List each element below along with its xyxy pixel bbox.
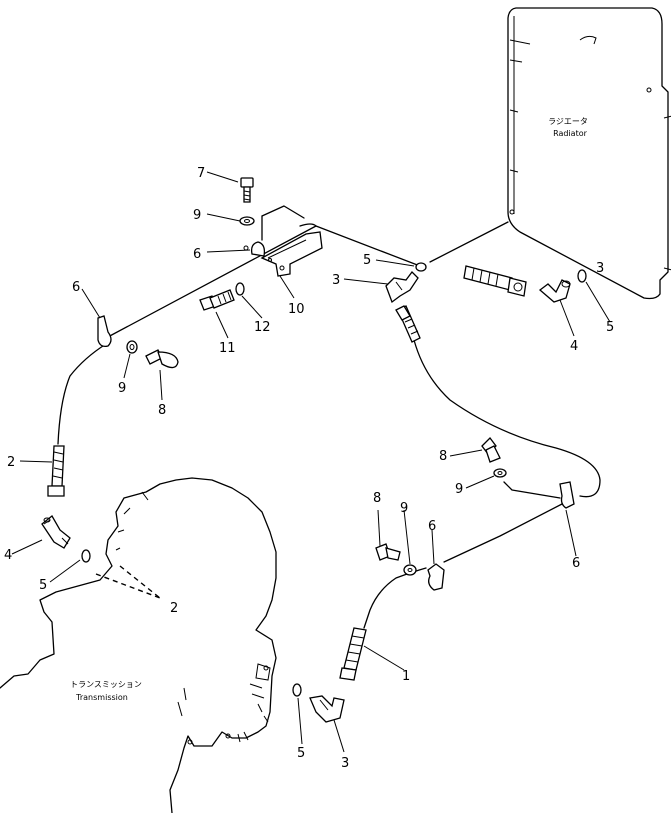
callout-6: 6 [193, 247, 201, 262]
radiator: ラジエータ Radiator [507, 7, 671, 300]
elbow-fitting [385, 271, 419, 304]
bolt [481, 437, 501, 463]
callout-8: 8 [373, 491, 381, 506]
transmission: トランスミッション Transmission [0, 477, 277, 814]
washer [493, 468, 507, 478]
callout-9: 9 [118, 381, 126, 396]
bolt [240, 177, 254, 203]
elbow-fitting [538, 279, 571, 303]
callout-2: 2 [7, 455, 15, 470]
clamp [243, 241, 266, 257]
washer [403, 564, 417, 576]
connection-guides [95, 565, 161, 599]
callout-3: 3 [341, 756, 349, 771]
callout-4: 4 [4, 548, 12, 563]
clamp [559, 481, 575, 509]
callout-12: 12 [254, 320, 271, 335]
callout-5: 5 [606, 320, 614, 335]
hose [339, 627, 367, 681]
callout-5: 5 [39, 578, 47, 593]
o-ring [81, 549, 91, 563]
callout-11: 11 [219, 341, 236, 356]
callout-2: 2 [170, 601, 178, 616]
callout-9: 9 [193, 208, 201, 223]
callout-3: 3 [596, 261, 604, 276]
bolt [375, 543, 401, 561]
washer [126, 340, 138, 354]
o-ring [415, 262, 427, 272]
callout-4: 4 [570, 339, 578, 354]
callout-5: 5 [297, 746, 305, 761]
callout-5: 5 [363, 253, 371, 268]
clamp [97, 315, 112, 348]
transmission-label-en: Transmission [75, 693, 128, 702]
callout-10: 10 [288, 302, 305, 317]
elbow-fitting [41, 515, 71, 549]
radiator-label-en: Radiator [553, 129, 588, 138]
callout-3: 3 [332, 273, 340, 288]
washer [235, 282, 245, 296]
mounting-bracket [260, 205, 323, 277]
hose [395, 305, 421, 343]
o-ring [577, 269, 587, 283]
callout-8: 8 [158, 403, 166, 418]
bolt [145, 349, 179, 369]
callout-8: 8 [439, 449, 447, 464]
oil-cooler-pipes [57, 221, 601, 629]
callout-9: 9 [455, 482, 463, 497]
bolt [199, 289, 235, 311]
callout-7: 7 [197, 166, 205, 181]
washer [239, 216, 255, 226]
radiator-label-jp: ラジエータ [548, 117, 588, 126]
o-ring [292, 683, 302, 697]
leader-lines [11, 171, 611, 753]
callout-numbers: 7 9 6 10 12 11 6 9 8 2 5 3 4 5 3 8 9 6 8… [4, 166, 614, 771]
callout-6: 6 [72, 280, 80, 295]
callout-9: 9 [400, 501, 408, 516]
elbow-fitting [309, 695, 345, 723]
hose [47, 445, 65, 497]
clamp [427, 563, 445, 591]
callout-1: 1 [402, 669, 410, 684]
hose [463, 265, 527, 297]
callout-6: 6 [572, 556, 580, 571]
callout-6: 6 [428, 519, 436, 534]
transmission-label-jp: トランスミッション [70, 680, 142, 689]
